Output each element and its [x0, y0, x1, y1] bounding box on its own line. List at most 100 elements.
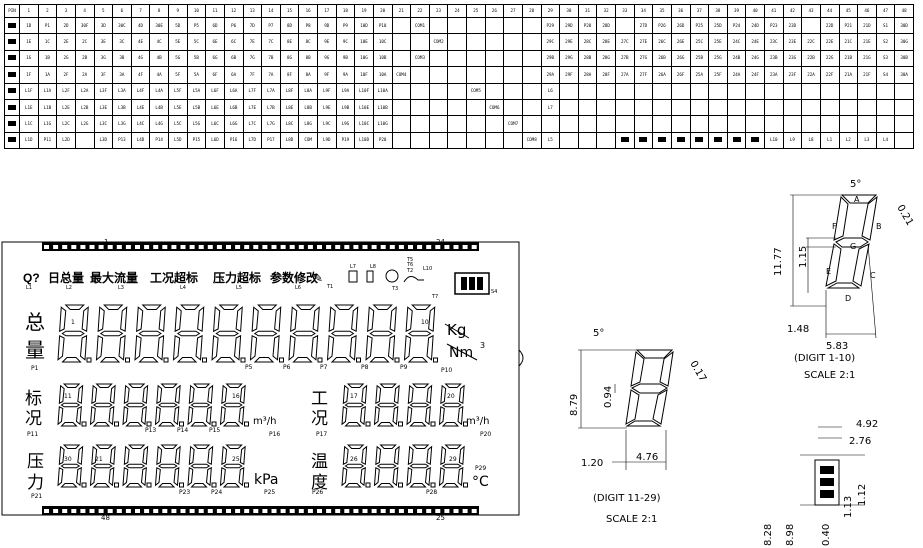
lcd-pin [80, 509, 86, 513]
point-label-p6: P6 [283, 364, 291, 371]
lcd-segment [138, 330, 162, 337]
lcd-segment [215, 357, 236, 363]
lcd-pin [216, 509, 222, 513]
flag-label-t3: T3 [391, 286, 398, 292]
lcd-segment [61, 330, 85, 337]
lcd-pin [444, 245, 450, 249]
lcd-pin [371, 245, 377, 249]
table-cell: L8B [298, 98, 318, 117]
lcd-decimal-point [463, 421, 468, 427]
dim-1-48: 1.48 [787, 324, 809, 335]
lcd-segment [127, 383, 146, 388]
lcd-segment [407, 445, 414, 466]
lcd-pin [107, 245, 113, 249]
lcd-segment [438, 466, 445, 487]
lcd-decimal-point [163, 357, 169, 363]
lcd-segment [142, 384, 149, 405]
pin-label-end-right: 25 [436, 514, 445, 522]
row1-digits [57, 304, 438, 363]
lcd-segment [225, 383, 243, 388]
status-small-l2: L2 [66, 285, 72, 291]
lcd-segment [369, 330, 393, 337]
filled-square-icon [620, 137, 629, 143]
lcd-segment [160, 444, 178, 449]
row2-right-label: P17 [316, 431, 327, 438]
table-cell: L9G [335, 115, 356, 133]
lcd-pin [398, 245, 404, 249]
lcd-segment [219, 405, 226, 426]
lcd-segment [409, 402, 430, 408]
lcd-segment [157, 463, 178, 469]
lcd-segment [441, 463, 462, 469]
lcd-segment [407, 330, 432, 337]
lcd-segment [156, 334, 165, 361]
dim-4-76: 4.76 [636, 452, 658, 463]
lcd-pin [189, 509, 195, 513]
lcd-pin [235, 509, 241, 513]
pin-label-mid: 24 [436, 238, 445, 246]
row2-right-digits [341, 383, 468, 427]
lcd-segment [91, 445, 98, 466]
lcd-segment [60, 422, 78, 427]
lcd-segment [58, 445, 65, 466]
lcd-segment [192, 383, 211, 388]
lcd-segment [411, 304, 432, 310]
point-label-p16: P16 [269, 431, 280, 438]
lcd-segment [238, 466, 245, 487]
lcd-pin [135, 245, 140, 249]
row2-right-digit-label-17: 17 [350, 393, 358, 400]
lcd-segment [174, 384, 181, 405]
lcd-pin [198, 509, 204, 513]
lcd-decimal-point [433, 357, 438, 363]
lcd-pin [244, 509, 250, 513]
lcd-pin [435, 245, 441, 249]
plug-icon [403, 276, 424, 283]
table-cell: P20 [372, 131, 393, 150]
point-label-p28: P28 [426, 489, 437, 496]
row2-right-digit-label-20: 20 [447, 393, 455, 400]
lcd-segment [158, 306, 166, 333]
lcd-pin [235, 245, 241, 249]
flag-label-l8: L8 [370, 264, 376, 270]
lcd-segment [154, 405, 161, 426]
lcd-decimal-point [365, 421, 371, 427]
lcd-segment [140, 466, 147, 487]
seg-b [861, 195, 878, 241]
lcd-segment [387, 334, 396, 361]
point-label-p13: P13 [145, 427, 156, 434]
point-label-p10: P10 [441, 367, 452, 374]
lcd-pin [408, 245, 413, 249]
point-label-p15: P15 [209, 427, 220, 434]
lcd-segment [122, 466, 129, 487]
lcd-pin [80, 245, 86, 249]
lcd-segment [91, 384, 98, 405]
lcd-segment [60, 483, 78, 488]
lcd-pin [116, 245, 122, 249]
lcd-pin [298, 509, 304, 513]
lcd-pin [216, 245, 222, 249]
valve-icon [366, 270, 374, 283]
lcd-pin [307, 509, 313, 513]
unit-nm: Nm [449, 345, 473, 361]
table-cell: P19 [335, 131, 356, 150]
dim-5-83: 5.83 [826, 341, 848, 352]
lcd-segment [342, 445, 349, 466]
lcd-pin [471, 245, 477, 249]
lcd-pin [380, 509, 386, 513]
lcd-pin [453, 245, 459, 249]
lcd-pin [98, 245, 104, 249]
row2-right-unit: m³/h [466, 416, 489, 427]
lcd-pin [44, 245, 49, 249]
document-icon [348, 270, 358, 283]
flag-label-s4: S4 [491, 289, 497, 295]
lcd-segment [426, 384, 433, 405]
dim-0-94: 0.94 [603, 386, 614, 408]
lcd-segment [95, 334, 104, 361]
lcd-segment [190, 463, 211, 469]
lcd-decimal-point [430, 421, 436, 427]
row1-title-char-1: 量 [25, 338, 45, 362]
table-cell: 8B [298, 49, 318, 68]
